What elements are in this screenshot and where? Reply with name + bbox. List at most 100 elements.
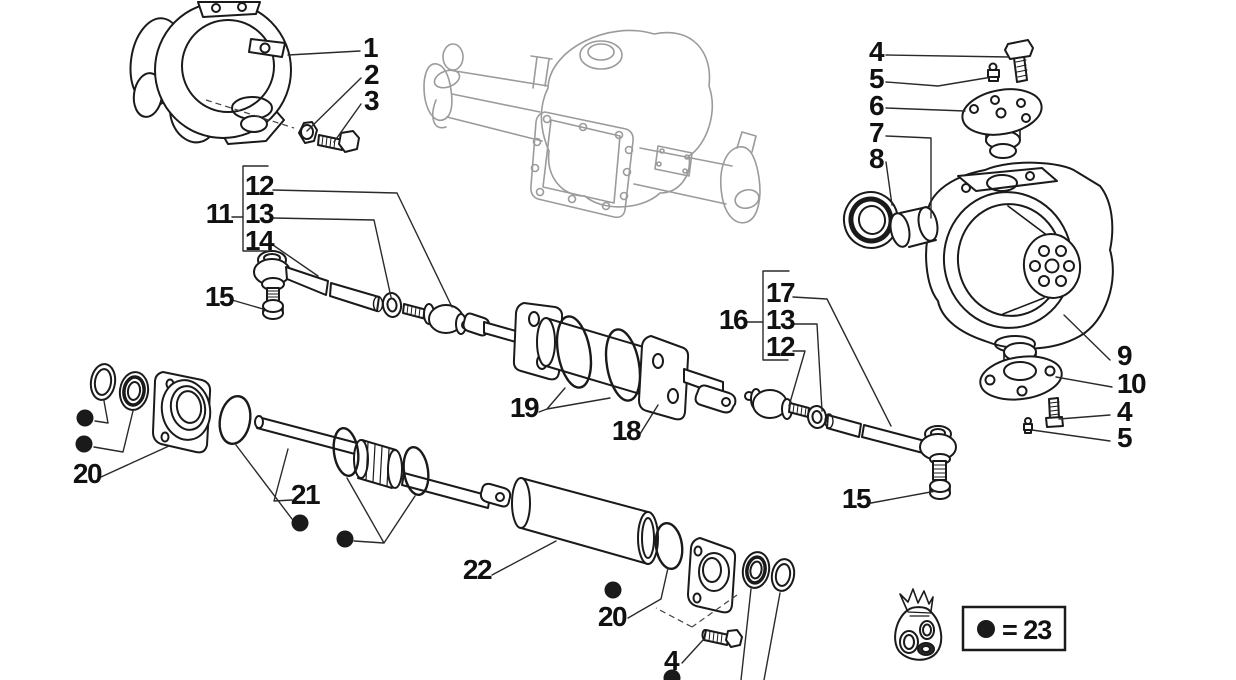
leader-seals-down xyxy=(740,588,781,680)
axle-housing-ghost xyxy=(423,29,761,224)
part-bushing-7 xyxy=(889,206,939,248)
part-nut-15-left xyxy=(262,299,284,320)
leader-19 xyxy=(538,387,611,413)
part-king-pin-lower xyxy=(979,342,1063,401)
leader-5-top xyxy=(885,76,993,87)
callout-2: 2 xyxy=(364,59,379,90)
leader-15-left xyxy=(231,299,264,310)
leader-18 xyxy=(639,404,659,435)
part-tie-rod-end-left xyxy=(253,250,291,304)
service-dot xyxy=(663,669,681,680)
part-piston-rod xyxy=(254,415,512,509)
callout-5-top: 5 xyxy=(869,63,884,94)
bracket-16-group xyxy=(762,270,790,361)
part-o-ring-sleeve-right xyxy=(654,521,684,571)
part-washer-13-left xyxy=(381,292,403,318)
part-tie-rod-tube-left xyxy=(285,266,384,313)
service-dots xyxy=(75,409,681,680)
leader-5-right xyxy=(1031,429,1111,442)
callout-4-right: 4 xyxy=(1117,396,1133,427)
callout-21: 21 xyxy=(291,479,320,510)
leader-15-right xyxy=(870,490,937,504)
legend-equals-23: = 23 xyxy=(1002,615,1052,645)
part-o-ring-rod-left xyxy=(218,395,252,445)
callout-9: 9 xyxy=(1117,340,1132,371)
callout-5-right: 5 xyxy=(1117,422,1132,453)
callout-19: 19 xyxy=(510,392,539,423)
callout-4-top: 4 xyxy=(869,36,885,67)
callout-15-right: 15 xyxy=(842,483,871,514)
leader-14 xyxy=(272,244,319,277)
leader-12-left xyxy=(272,189,453,308)
part-cylinder-head-left xyxy=(152,371,212,454)
part-inner-ball-joint-left xyxy=(402,303,471,335)
legend-dot-icon xyxy=(977,620,995,638)
seal-kit-bag-icon xyxy=(894,588,943,661)
part-grease-nipple-5-right xyxy=(1023,417,1033,434)
callout-labels: 1 2 3 4 5 6 7 8 9 10 4 5 11 12 13 14 15 … xyxy=(73,32,1148,676)
callout-14: 14 xyxy=(245,225,275,256)
leader-rod-o-rings xyxy=(346,477,416,544)
leader-7 xyxy=(885,135,932,219)
part-nut-2 xyxy=(298,121,318,144)
part-washer-13-right xyxy=(806,405,828,429)
part-tie-rod-end-right xyxy=(919,425,957,481)
leader-4-bottom xyxy=(681,639,704,664)
part-steering-cylinder xyxy=(462,302,737,421)
part-steering-knuckle xyxy=(925,161,1114,353)
part-bolt-4-top xyxy=(1004,39,1034,83)
service-dot xyxy=(76,409,94,427)
leader-2 xyxy=(306,77,362,132)
callout-20-left: 20 xyxy=(73,458,102,489)
dashed-alignment-lines xyxy=(205,99,738,628)
service-dot xyxy=(75,435,93,453)
part-seals-bottom xyxy=(741,551,796,592)
callout-22: 22 xyxy=(463,554,492,585)
part-cylinder-head-right xyxy=(687,537,737,614)
service-dot xyxy=(291,514,309,532)
legend-box: = 23 xyxy=(961,605,1067,652)
part-seal-rings-left xyxy=(89,363,150,411)
leader-22 xyxy=(491,540,557,576)
callout-1: 1 xyxy=(363,32,378,63)
callout-12-left: 12 xyxy=(245,170,274,201)
part-seal-8 xyxy=(842,191,900,249)
bracket-11-group xyxy=(242,165,269,252)
callout-13-right: 13 xyxy=(766,304,795,335)
callout-20-bottom: 20 xyxy=(598,601,627,632)
service-dot xyxy=(336,530,354,548)
leader-13-right xyxy=(792,323,823,412)
callout-16: 16 xyxy=(719,304,748,335)
leader-4-right xyxy=(1058,414,1111,420)
leader-4-top xyxy=(885,54,1010,58)
callout-7: 7 xyxy=(869,117,884,148)
part-bolt-4-right xyxy=(1045,397,1064,428)
part-swivel-housing xyxy=(129,1,292,145)
leader-o-ring-dot xyxy=(235,444,293,520)
leader-dot-ring-a xyxy=(94,400,109,424)
part-king-pin-upper xyxy=(961,88,1043,159)
callout-8: 8 xyxy=(869,143,884,174)
leader-21 xyxy=(273,448,293,502)
part-inner-ball-joint-right xyxy=(744,388,810,420)
leader-20-left xyxy=(100,445,170,478)
callout-6: 6 xyxy=(869,90,884,121)
callout-3: 3 xyxy=(364,85,379,116)
leader-12-right xyxy=(788,350,806,407)
part-grease-nipple-5-top xyxy=(987,62,1000,82)
leader-13-left xyxy=(272,217,392,298)
leader-17 xyxy=(792,296,892,427)
leader-9 xyxy=(1063,314,1111,361)
callout-11: 11 xyxy=(206,198,234,229)
callout-10: 10 xyxy=(1117,368,1146,399)
leader-8 xyxy=(885,161,893,206)
callout-4-bottom: 4 xyxy=(664,645,680,676)
leader-10 xyxy=(1055,376,1113,388)
leader-20-bottom xyxy=(627,567,669,619)
part-cylinder-sleeve xyxy=(511,477,659,565)
callout-18: 18 xyxy=(612,415,641,446)
leader-6 xyxy=(885,107,966,112)
callout-12-right: 12 xyxy=(766,331,795,362)
